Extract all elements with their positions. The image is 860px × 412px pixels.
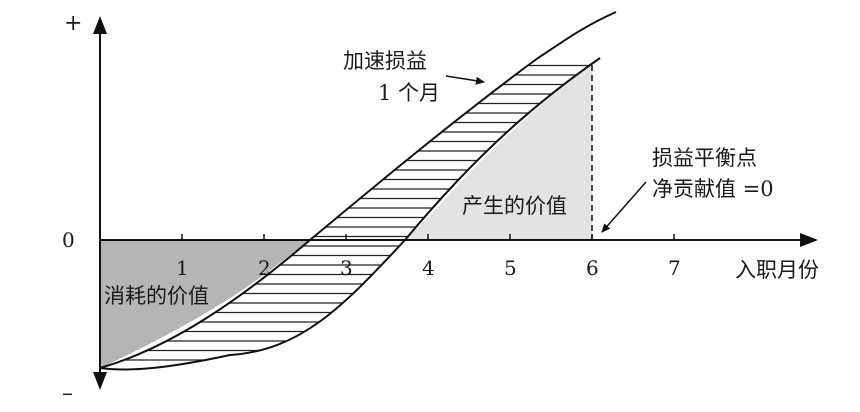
x-tick-label: 4 [422, 256, 435, 280]
value-consumed-label: 消耗的价值 [104, 284, 209, 308]
breakeven-label-line2: 净贡献值 =0 [652, 177, 774, 201]
accelerated-loss-pointer [445, 75, 485, 85]
x-axis-arrow [800, 233, 818, 247]
breakeven-pointer [601, 181, 647, 233]
upper-curve [99, 11, 617, 369]
value-created-label: 产生的价值 [462, 194, 567, 218]
accelerated-loss-label-line2: 1 个月 [378, 81, 440, 105]
y-bottom-label: – [62, 381, 73, 406]
y-axis-arrow-down [93, 372, 107, 390]
x-tick-label: 1 [176, 256, 189, 280]
breakeven-label-line1: 损益平衡点 [652, 146, 757, 170]
y-axis-arrow-up [93, 16, 107, 34]
x-tick-label: 3 [340, 256, 353, 280]
consumed-value-area [100, 240, 310, 368]
x-tick-label: 2 [258, 256, 271, 280]
accelerated-loss-label-line1: 加速损益 [343, 49, 427, 73]
x-tick-label: 5 [504, 256, 517, 280]
x-tick-label: 7 [668, 256, 681, 280]
x-axis-label: 入职月份 [735, 258, 819, 282]
x-tick-label: 6 [586, 256, 599, 280]
accelerated-loss-band [100, 58, 600, 370]
lower-curve [99, 57, 601, 371]
origin-label: 0 [62, 228, 75, 252]
created-value-area [405, 65, 592, 240]
y-top-label: + [64, 11, 82, 36]
